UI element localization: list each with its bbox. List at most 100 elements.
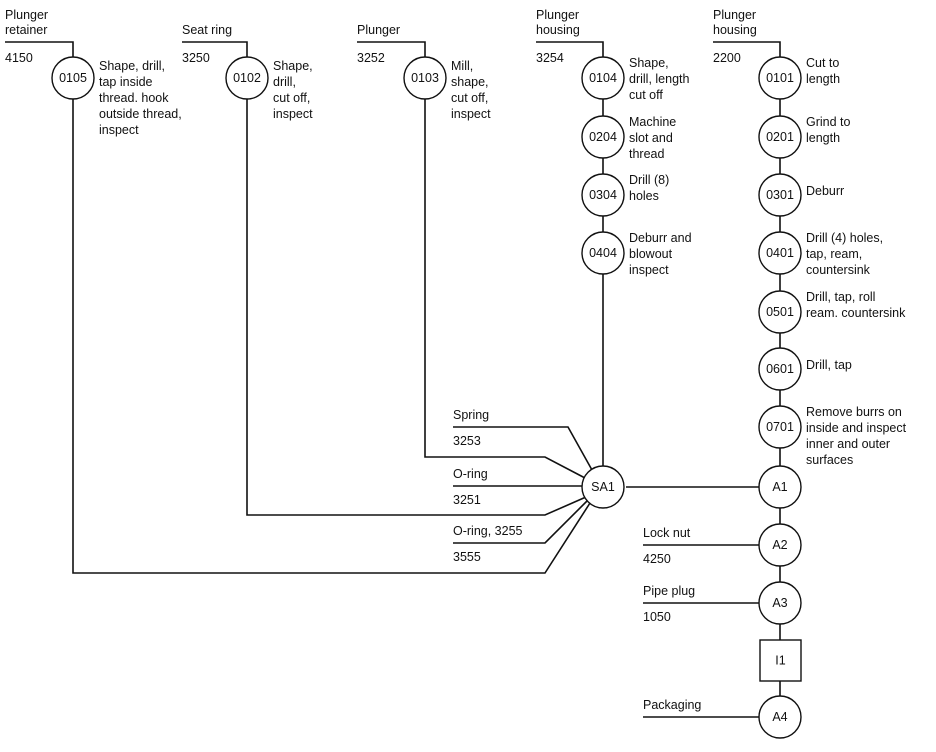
- component-name: Plunger: [713, 8, 756, 22]
- operation-description: shape,: [451, 75, 489, 89]
- purchased-part-name: O-ring, 3255: [453, 524, 523, 538]
- purchased-part-number: 3555: [453, 550, 481, 564]
- purchased-part-number: 3251: [453, 493, 481, 507]
- operation-0304-label: 0304: [589, 188, 617, 202]
- operation-description: tap inside: [99, 75, 153, 89]
- connector-lines: [5, 41, 781, 718]
- operation-description: Cut to: [806, 56, 839, 70]
- operation-description: Drill, tap: [806, 358, 852, 372]
- operation-0601-label: 0601: [766, 362, 794, 376]
- operation-description: thread. hook: [99, 91, 169, 105]
- operation-description: inspect: [451, 107, 491, 121]
- operation-description: Deburr: [806, 184, 844, 198]
- operation-0102-label: 0102: [233, 71, 261, 85]
- purchased-part-number: 3253: [453, 434, 481, 448]
- operation-0103: [403, 56, 447, 100]
- operation-description: blowout: [629, 247, 673, 261]
- assembly-SA1-label: SA1: [591, 480, 615, 494]
- operation-description: Drill (8): [629, 173, 669, 187]
- assembly-A4-label: A4: [772, 710, 787, 724]
- operation-description: cut off,: [451, 91, 488, 105]
- operation-description: Remove burrs on: [806, 405, 902, 419]
- assembly-SA1: [581, 465, 625, 509]
- operation-description: tap, ream,: [806, 247, 862, 261]
- operation-0301-label: 0301: [766, 188, 794, 202]
- component-name: housing: [536, 23, 580, 37]
- operation-description: cut off: [629, 88, 663, 102]
- operation-0104-label: 0104: [589, 71, 617, 85]
- part-number: 3250: [182, 51, 210, 65]
- operation-description: Drill, tap, roll: [806, 290, 875, 304]
- operation-0304: [581, 173, 625, 217]
- operation-0701: [758, 405, 802, 449]
- assembly-A4: [758, 695, 802, 739]
- operation-description: ream. countersink: [806, 306, 906, 320]
- inspection-label: I1: [775, 654, 785, 668]
- operation-0101-label: 0101: [766, 71, 794, 85]
- operation-0404-label: 0404: [589, 246, 617, 260]
- inspection-box: [759, 639, 802, 682]
- operation-description: inspect: [273, 107, 313, 121]
- operation-0105: [51, 56, 95, 100]
- operation-0204-label: 0204: [589, 130, 617, 144]
- operation-description: surfaces: [806, 453, 853, 467]
- purchased-part-name: O-ring: [453, 467, 488, 481]
- operation-description: length: [806, 72, 840, 86]
- operation-description: Deburr and: [629, 231, 692, 245]
- assembly-A2-label: A2: [772, 538, 787, 552]
- operation-description: Shape,: [273, 59, 313, 73]
- operation-description: Mill,: [451, 59, 473, 73]
- part-number: 4150: [5, 51, 33, 65]
- operation-0301: [758, 173, 802, 217]
- operation-0102: [225, 56, 269, 100]
- operation-description: countersink: [806, 263, 871, 277]
- operation-description: Grind to: [806, 115, 851, 129]
- operation-description: thread: [629, 147, 664, 161]
- operation-0401: [758, 231, 802, 275]
- component-name: Plunger: [5, 8, 48, 22]
- operation-0501: [758, 290, 802, 334]
- purchased-part-number: 1050: [643, 610, 671, 624]
- assembly-A1: [758, 465, 802, 509]
- operation-description: inside and inspect: [806, 421, 907, 435]
- operation-description: drill, length: [629, 72, 689, 86]
- assembly-A3-label: A3: [772, 596, 787, 610]
- component-name: Seat ring: [182, 23, 232, 37]
- purchased-part-name: Spring: [453, 408, 489, 422]
- purchased-part-name: Packaging: [643, 698, 701, 712]
- part-number: 3254: [536, 51, 564, 65]
- operation-description: outside thread,: [99, 107, 182, 121]
- operation-0601: [758, 347, 802, 391]
- operation-description: inspect: [99, 123, 139, 137]
- operation-0701-label: 0701: [766, 420, 794, 434]
- component-name: Plunger: [357, 23, 400, 37]
- component-name: retainer: [5, 23, 47, 37]
- operation-0104: [581, 56, 625, 100]
- operation-description: drill,: [273, 75, 296, 89]
- operation-0404: [581, 231, 625, 275]
- operation-0201-label: 0201: [766, 130, 794, 144]
- operation-description: Machine: [629, 115, 676, 129]
- operation-0105-label: 0105: [59, 71, 87, 85]
- operation-0101: [758, 56, 802, 100]
- operation-0401-label: 0401: [766, 246, 794, 260]
- part-number: 3252: [357, 51, 385, 65]
- purchased-part-number: 4250: [643, 552, 671, 566]
- operation-description: slot and: [629, 131, 673, 145]
- operation-description: inspect: [629, 263, 669, 277]
- operation-description: Drill (4) holes,: [806, 231, 883, 245]
- operation-description: Shape,: [629, 56, 669, 70]
- operation-0103-label: 0103: [411, 71, 439, 85]
- operation-description: inner and outer: [806, 437, 890, 451]
- assembly-A1-label: A1: [772, 480, 787, 494]
- component-name: housing: [713, 23, 757, 37]
- operation-description: length: [806, 131, 840, 145]
- operation-description: holes: [629, 189, 659, 203]
- operation-0201: [758, 115, 802, 159]
- assembly-A2: [758, 523, 802, 567]
- component-name: Plunger: [536, 8, 579, 22]
- operation-0501-label: 0501: [766, 305, 794, 319]
- part-number: 2200: [713, 51, 741, 65]
